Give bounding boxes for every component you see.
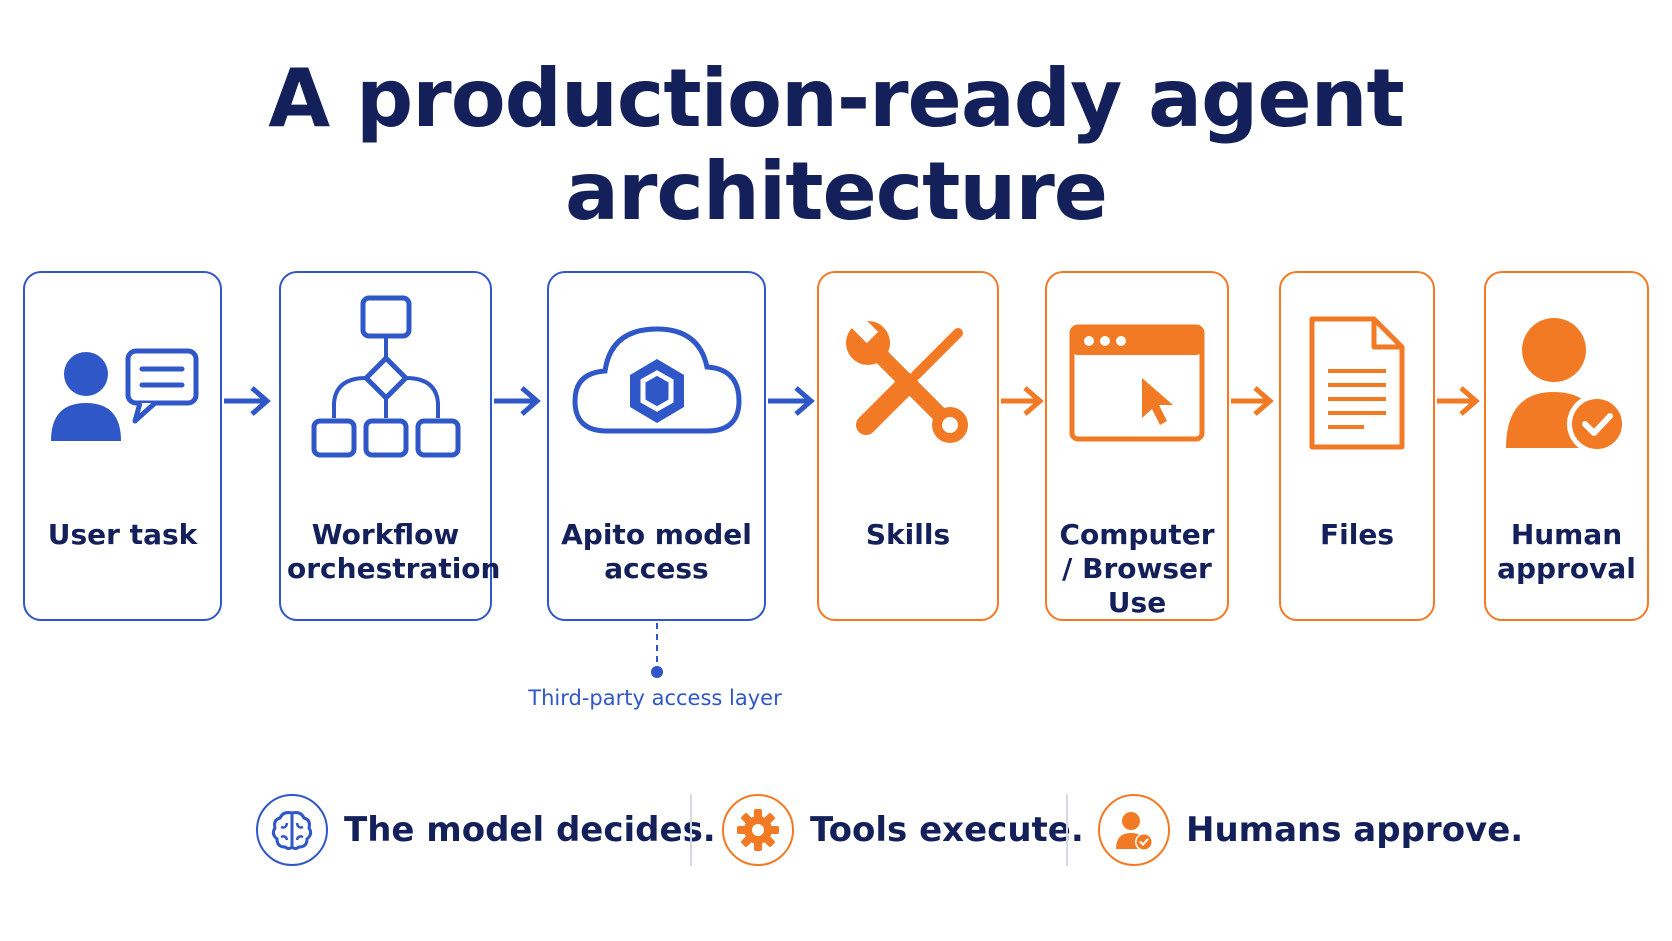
step-label: Workflow orchestration — [287, 518, 501, 585]
wrench-screwdriver-icon — [819, 303, 997, 463]
page-title: A production-ready agent architecture — [268, 52, 1405, 238]
step-label: Human approval — [1497, 518, 1636, 585]
step-card-apito-model-access: Apito model access — [547, 271, 766, 621]
step-label: Apito model access — [561, 518, 752, 585]
dashed-connector — [651, 623, 663, 678]
footer-text: Tools execute. — [810, 810, 1084, 850]
arrow-right-icon — [222, 384, 272, 423]
step-label: User task — [47, 518, 198, 551]
arrow-right-icon — [766, 384, 816, 423]
step-card-human-approval: Human approval — [1484, 271, 1649, 621]
user-check-icon — [1486, 303, 1647, 463]
footer-text: Humans approve. — [1186, 810, 1524, 850]
footer-text: The model decides. — [344, 810, 716, 850]
step-label: Skills — [865, 518, 951, 551]
cloud-hexagon-icon — [549, 303, 764, 463]
step-card-skills: Skills — [817, 271, 999, 621]
arrow-right-icon — [1229, 384, 1275, 423]
gear-icon — [722, 794, 794, 866]
arrow-right-icon — [1435, 384, 1481, 423]
step-card-computer-browser-use: Computer / Browser Use — [1045, 271, 1229, 621]
arrow-right-icon — [999, 384, 1045, 423]
footer-tools-execute: Tools execute. — [722, 792, 1084, 868]
step-card-user-task: User task — [23, 271, 222, 621]
footer-model-decides: The model decides. — [256, 792, 716, 868]
workflow-icon — [281, 295, 490, 463]
divider — [690, 794, 692, 866]
document-icon — [1281, 303, 1433, 463]
step-card-workflow-orchestration: Workflow orchestration — [279, 271, 501, 621]
user-check-icon — [1098, 794, 1170, 866]
brain-icon — [256, 794, 328, 866]
footer-humans-approve: Humans approve. — [1098, 792, 1523, 868]
access-layer-note: Third-party access layer — [528, 686, 782, 710]
divider — [1066, 794, 1068, 866]
arrow-right-icon — [492, 384, 542, 423]
step-card-files: Files — [1279, 271, 1435, 621]
browser-cursor-icon — [1047, 303, 1227, 463]
user-chat-icon — [25, 303, 220, 463]
step-label: Files — [1320, 518, 1394, 551]
step-label: Computer / Browser Use — [1059, 518, 1215, 619]
